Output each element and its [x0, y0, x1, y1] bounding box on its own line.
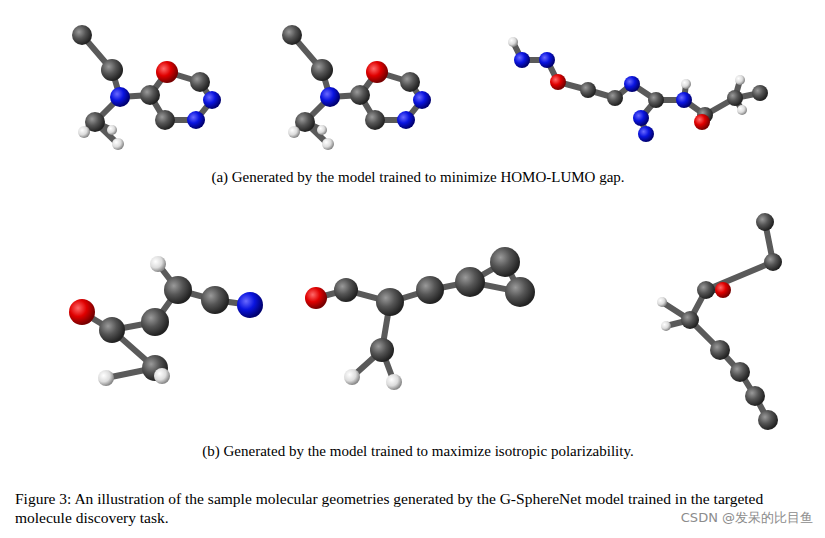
subfigure-caption: (a) Generated by the model trained to mi… [211, 169, 624, 186]
subfigure-caption: (b) Generated by the model trained to ma… [202, 443, 633, 460]
watermark: CSDN @发呆的比目鱼 [681, 509, 813, 527]
figure-caption: Figure 3: An illustration of the sample … [15, 489, 815, 527]
